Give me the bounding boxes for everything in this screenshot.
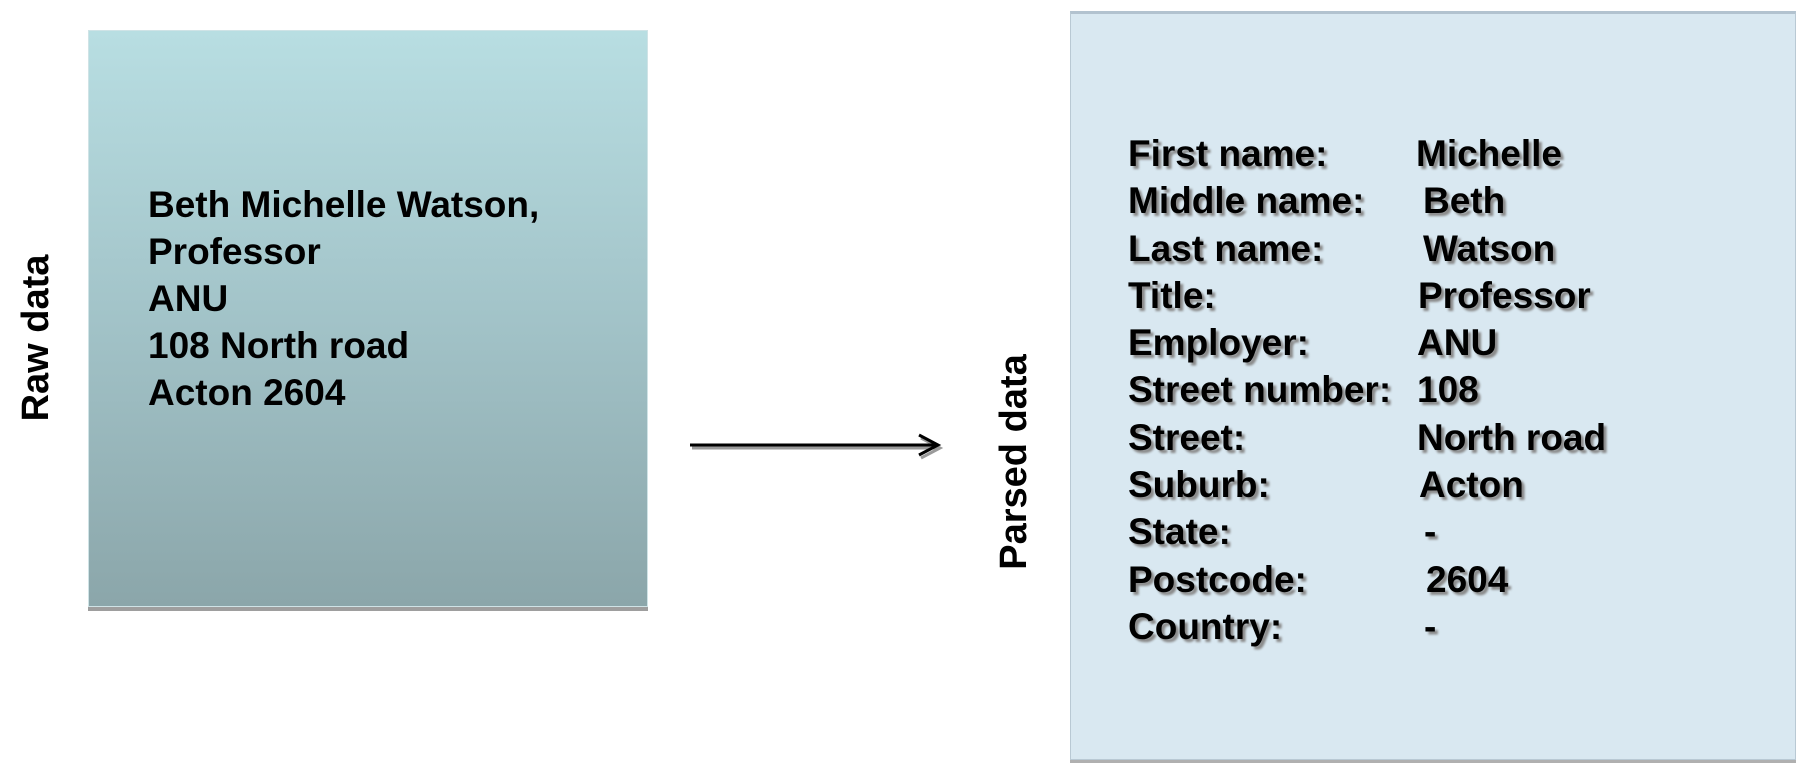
arrow-shaft bbox=[690, 433, 942, 457]
field-value: - bbox=[1424, 511, 1437, 553]
field-value: 2604 bbox=[1426, 558, 1509, 600]
raw-data-box: Beth Michelle Watson, Professor ANU 108 … bbox=[88, 30, 648, 607]
field-value: Acton bbox=[1419, 464, 1524, 506]
field-key: State: bbox=[1128, 511, 1231, 553]
field-key: Title: bbox=[1128, 274, 1216, 316]
parsed-data-box: First name: Michelle Middle name: Beth L… bbox=[1070, 11, 1796, 760]
field-key: Street: bbox=[1128, 416, 1246, 458]
field-value: 108 bbox=[1417, 369, 1479, 411]
field-value: North road bbox=[1417, 416, 1607, 458]
field-key: Suburb: bbox=[1128, 464, 1270, 506]
field-value: Michelle bbox=[1416, 133, 1562, 174]
field-key: Country: bbox=[1128, 605, 1283, 647]
field-value: Beth bbox=[1423, 180, 1506, 222]
raw-line: Acton 2604 bbox=[148, 372, 346, 413]
raw-line: Beth Michelle Watson, bbox=[148, 184, 540, 225]
arrow-shadow bbox=[692, 436, 944, 460]
raw-line: Professor bbox=[148, 231, 321, 272]
raw-data-label: Raw data bbox=[15, 254, 57, 422]
field-value: - bbox=[1424, 605, 1437, 647]
raw-line: ANU bbox=[148, 278, 229, 319]
raw-line: 108 North road bbox=[148, 325, 410, 366]
field-key: First name: bbox=[1128, 133, 1328, 174]
arrow-right-icon bbox=[690, 433, 944, 460]
field-key: Postcode: bbox=[1128, 558, 1307, 600]
field-key: Last name: bbox=[1128, 227, 1324, 269]
field-key: Middle name: bbox=[1128, 180, 1365, 222]
field-value: ANU bbox=[1417, 322, 1498, 364]
field-key: Employer: bbox=[1128, 322, 1309, 364]
field-value: Professor bbox=[1418, 274, 1591, 316]
raw-data-text: Beth Michelle Watson, Professor ANU 108 … bbox=[148, 181, 539, 416]
field-key: Street number: bbox=[1128, 369, 1392, 411]
parsed-data-label: Parsed data bbox=[993, 354, 1035, 570]
field-value: Watson bbox=[1423, 227, 1556, 269]
